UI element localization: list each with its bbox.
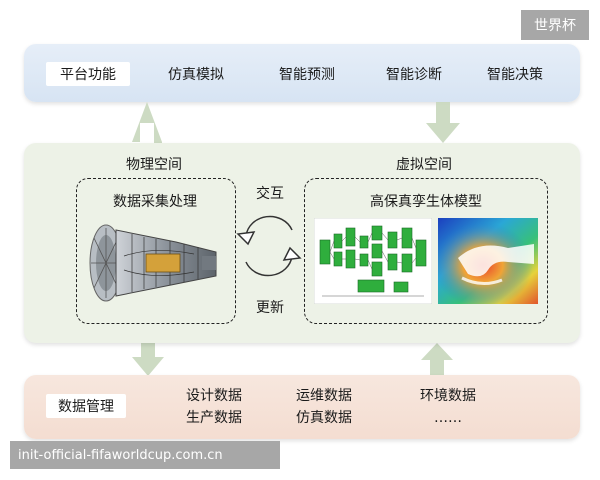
down-arrow-to-data bbox=[132, 343, 164, 376]
data-item-design: 设计数据 bbox=[186, 388, 242, 404]
data-item-environment: 环境数据 bbox=[420, 388, 476, 404]
virtual-space-title: 虚拟空间 bbox=[396, 157, 452, 173]
data-management-label: 数据管理 bbox=[46, 394, 126, 418]
data-item-production: 生产数据 bbox=[186, 410, 242, 426]
down-arrow-to-virtual bbox=[426, 102, 460, 143]
interaction-cycle-arrows bbox=[236, 215, 302, 277]
data-item-simulation: 仿真数据 bbox=[296, 410, 352, 426]
data-item-ellipsis: …… bbox=[434, 410, 462, 426]
function-decision: 智能决策 bbox=[487, 67, 543, 83]
data-column-environment: 环境数据 …… bbox=[420, 385, 476, 429]
simulation-block-diagram bbox=[314, 218, 432, 304]
virtual-dashed-box bbox=[304, 178, 548, 324]
physical-space-title: 物理空间 bbox=[126, 157, 182, 173]
data-column-operation: 运维数据 仿真数据 bbox=[296, 385, 352, 429]
lower-arc-arrow bbox=[245, 255, 293, 277]
function-diagnosis: 智能诊断 bbox=[386, 67, 442, 83]
watermark-bottom: init-official-fifaworldcup.com.cn bbox=[10, 441, 280, 469]
physical-box-title: 数据采集处理 bbox=[113, 194, 197, 210]
platform-label: 平台功能 bbox=[46, 62, 130, 86]
lower-arrowhead bbox=[282, 246, 302, 261]
virtual-box-title: 高保真孪生体模型 bbox=[370, 194, 482, 210]
data-item-operation: 运维数据 bbox=[296, 388, 352, 404]
watermark-top: 世界杯 bbox=[521, 10, 589, 40]
interaction-label: 交互 bbox=[256, 186, 284, 202]
flow-field-heatmap bbox=[438, 218, 538, 304]
function-simulation: 仿真模拟 bbox=[168, 67, 224, 83]
function-prediction: 智能预测 bbox=[279, 67, 335, 83]
up-arrow-from-data bbox=[421, 343, 453, 376]
jet-engine-illustration bbox=[89, 224, 217, 302]
up-arrow-to-platform bbox=[132, 102, 162, 143]
data-column-design: 设计数据 生产数据 bbox=[186, 385, 242, 429]
upper-arrowhead bbox=[236, 231, 256, 246]
physical-dashed-box bbox=[76, 178, 236, 324]
upper-arc-arrow bbox=[245, 215, 293, 237]
update-label: 更新 bbox=[256, 300, 284, 316]
